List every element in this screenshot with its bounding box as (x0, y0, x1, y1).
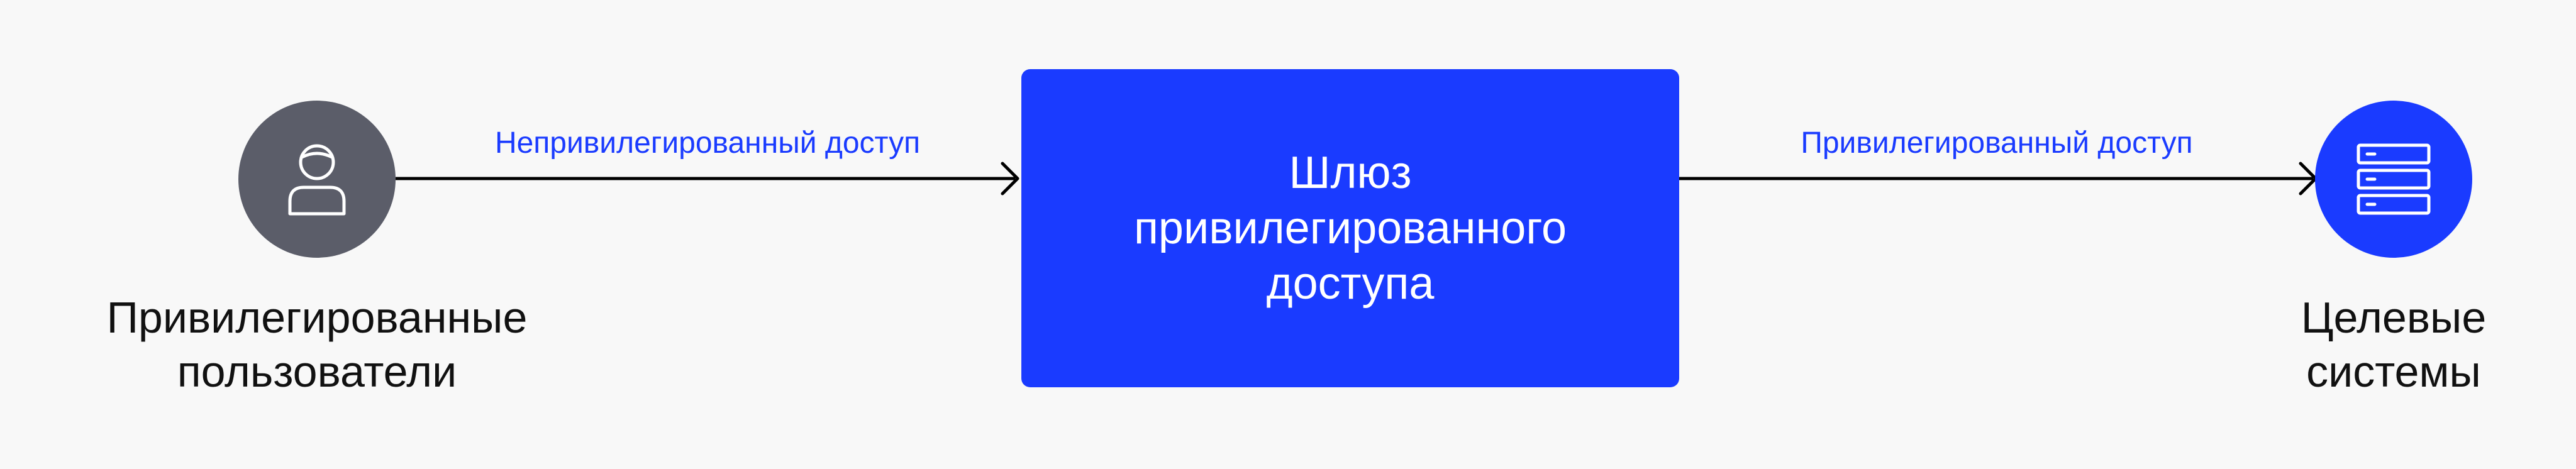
arrow-users-to-gateway (396, 162, 1019, 196)
user-icon (288, 144, 346, 216)
edge-label-privileged: Привилегированный доступ (1801, 126, 2193, 160)
gateway-label: Шлюз привилегированного доступа (1133, 148, 1567, 309)
arrow-gateway-to-systems (1679, 162, 2318, 196)
users-node (238, 101, 396, 258)
edge-label-unprivileged: Непривилегированный доступ (494, 126, 921, 160)
systems-label: Целевые системы (2301, 293, 2487, 396)
users-label: Привилегированные пользователи (106, 293, 528, 396)
server-icon (2357, 143, 2431, 215)
systems-node (2315, 101, 2472, 258)
gateway-node: Шлюз привилегированного доступа (1021, 69, 1679, 387)
